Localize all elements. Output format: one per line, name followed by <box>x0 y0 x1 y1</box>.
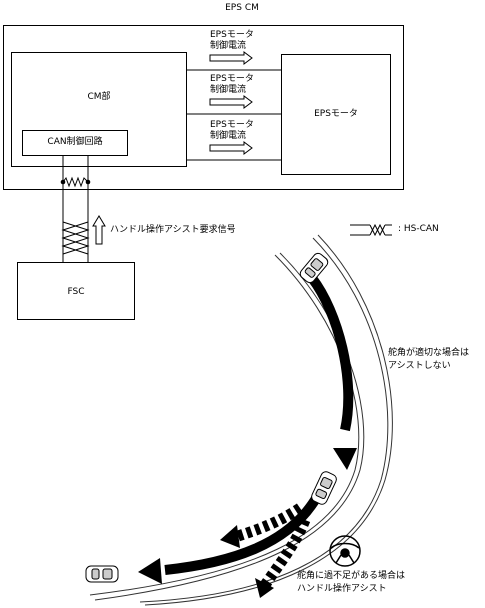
current-arrow-1 <box>209 51 253 65</box>
eps-motor-label: EPSモータ <box>314 109 358 119</box>
can-circuit-block <box>22 130 128 156</box>
note-no-assist-line1: 舵角が適切な場合は <box>388 348 470 358</box>
steering-wheel-icon <box>329 535 361 567</box>
current-label-2-line2: 制御電流 <box>210 85 247 95</box>
cm-block <box>11 52 187 167</box>
assist-inner-dashed-arrow <box>233 503 304 543</box>
assist-outer-dashed-arrow <box>260 517 311 589</box>
assist-inner-arrowhead <box>220 525 240 548</box>
assist-request-signal-label: ハンドル操作アシスト要求信号 <box>110 225 236 235</box>
fsc-block <box>17 262 135 320</box>
legend-twisted-pair-icon <box>350 223 392 237</box>
eps-cm-title: EPS CM <box>225 3 259 13</box>
lower-path-arrow <box>164 492 323 575</box>
note-assist-line1: 舵角に過不足がある場合は <box>297 571 406 581</box>
cm-to-motor-lines <box>187 69 281 161</box>
fsc-label: FSC <box>67 287 85 297</box>
lower-path-arrowhead <box>138 558 162 584</box>
can-circuit-label: CAN制御回路 <box>47 137 103 147</box>
eps-cm-box <box>3 25 404 190</box>
current-label-3-line2: 制御電流 <box>210 131 247 141</box>
note-assist-line2: ハンドル操作アシスト <box>297 584 387 594</box>
assist-request-arrow <box>92 215 106 245</box>
can-terminal-right <box>85 179 91 185</box>
current-label-2-line1: EPSモータ <box>210 74 254 84</box>
can-terminal-left <box>60 179 66 185</box>
can-bus-top <box>62 156 89 262</box>
current-label-1-line1: EPSモータ <box>210 30 254 40</box>
correct-path-arrowhead <box>333 448 357 470</box>
current-label-1-line2: 制御電流 <box>210 41 247 51</box>
car-bottom <box>85 565 119 583</box>
eps-motor-block <box>281 54 391 175</box>
assist-outer-arrowhead <box>255 578 274 598</box>
car-top <box>299 252 329 284</box>
current-label-3-line1: EPSモータ <box>210 120 254 130</box>
current-arrow-2 <box>209 95 253 109</box>
twisted-pair-icon <box>61 221 90 255</box>
cm-block-label: CM部 <box>87 92 111 102</box>
car-middle <box>311 471 337 505</box>
note-no-assist-line2: アシストしない <box>388 361 451 371</box>
legend-hs-can-label: : HS-CAN <box>398 224 439 234</box>
correct-path-arrow <box>307 274 354 432</box>
current-arrow-3 <box>209 141 253 155</box>
